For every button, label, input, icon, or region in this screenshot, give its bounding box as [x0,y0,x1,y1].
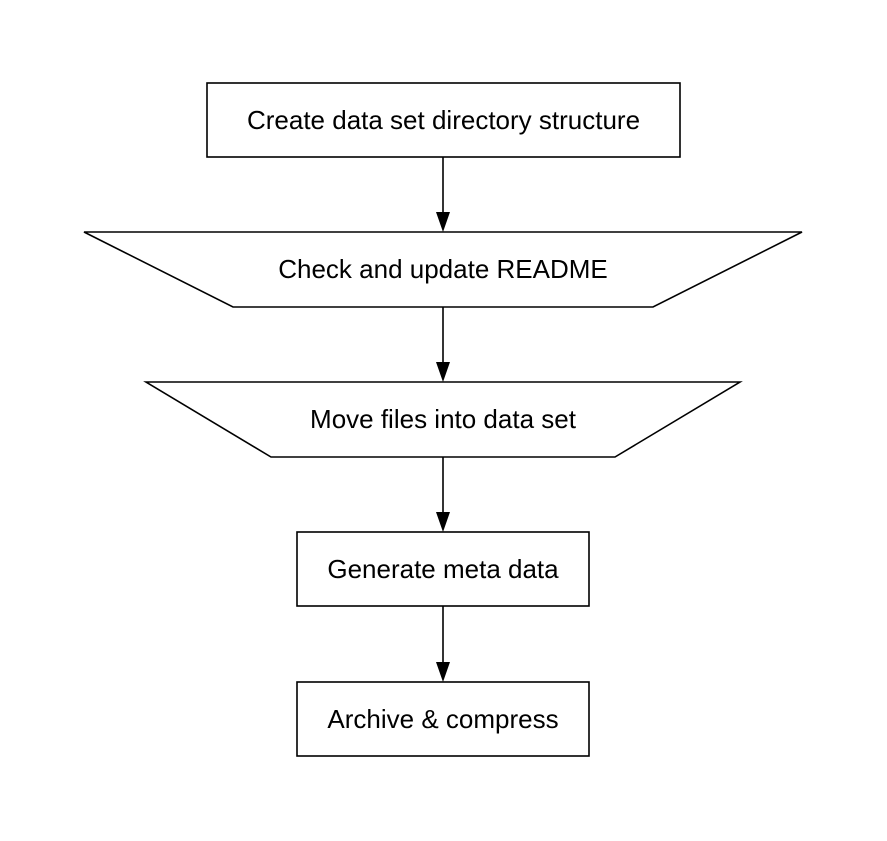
flow-node-move-files: Move files into data set [143,381,743,458]
node-label: Check and update README [278,254,608,284]
arrowhead-icon [436,662,450,682]
flow-node-check-readme: Check and update README [83,231,803,308]
flow-arrow [436,457,450,532]
flow-node-create-directory: Create data set directory structure [206,82,681,158]
flow-arrow [436,307,450,382]
node-label: Create data set directory structure [247,105,640,135]
process-box [296,681,590,757]
flow-node-archive-compress: Archive & compress [296,681,590,757]
manual-operation-shape [143,381,743,458]
flow-node-generate-metadata: Generate meta data [296,531,590,607]
arrowhead-icon [436,212,450,232]
process-box [296,531,590,607]
manual-operation-shape [83,231,803,308]
process-box [206,82,681,158]
arrowhead-icon [436,362,450,382]
node-label: Archive & compress [327,704,558,734]
node-label: Generate meta data [327,554,559,584]
flow-arrow [436,606,450,682]
node-label: Move files into data set [310,404,577,434]
arrowhead-icon [436,512,450,532]
flow-arrow [436,157,450,232]
